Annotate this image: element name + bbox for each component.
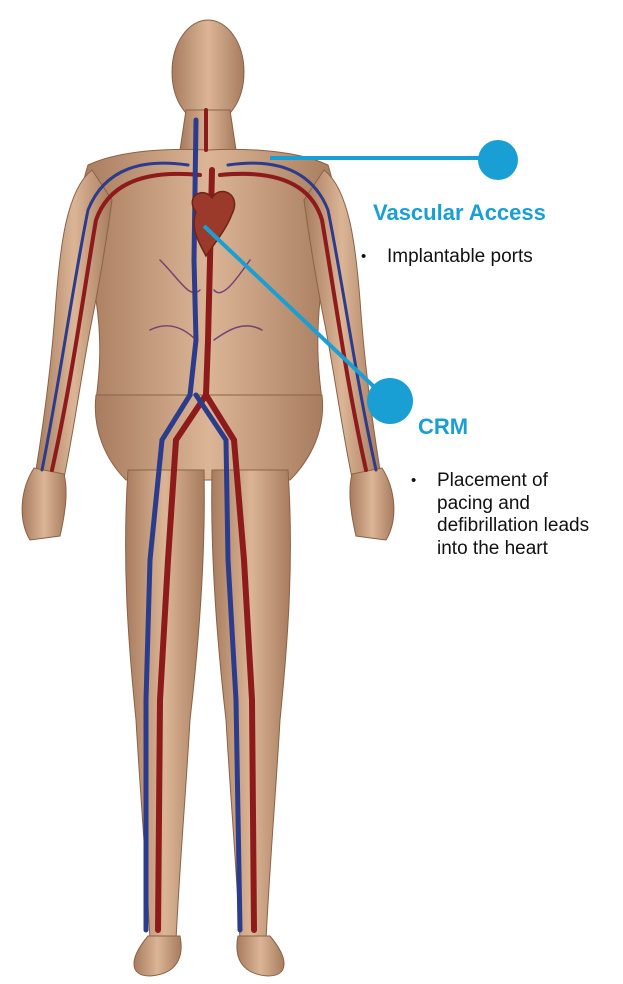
vascular-access-bullets: Implantable ports [358, 246, 533, 269]
vascular-access-bullet: Implantable ports [358, 246, 533, 269]
crm-bullets: Placement of pacing and defibrillation l… [408, 470, 608, 560]
vascular-access-title: Vascular Access [373, 200, 546, 226]
vascular-access-marker [478, 140, 518, 180]
crm-marker [367, 378, 413, 424]
body-silhouette [22, 20, 394, 976]
crm-title: CRM [418, 414, 468, 440]
crm-bullet: Placement of pacing and defibrillation l… [408, 470, 608, 560]
